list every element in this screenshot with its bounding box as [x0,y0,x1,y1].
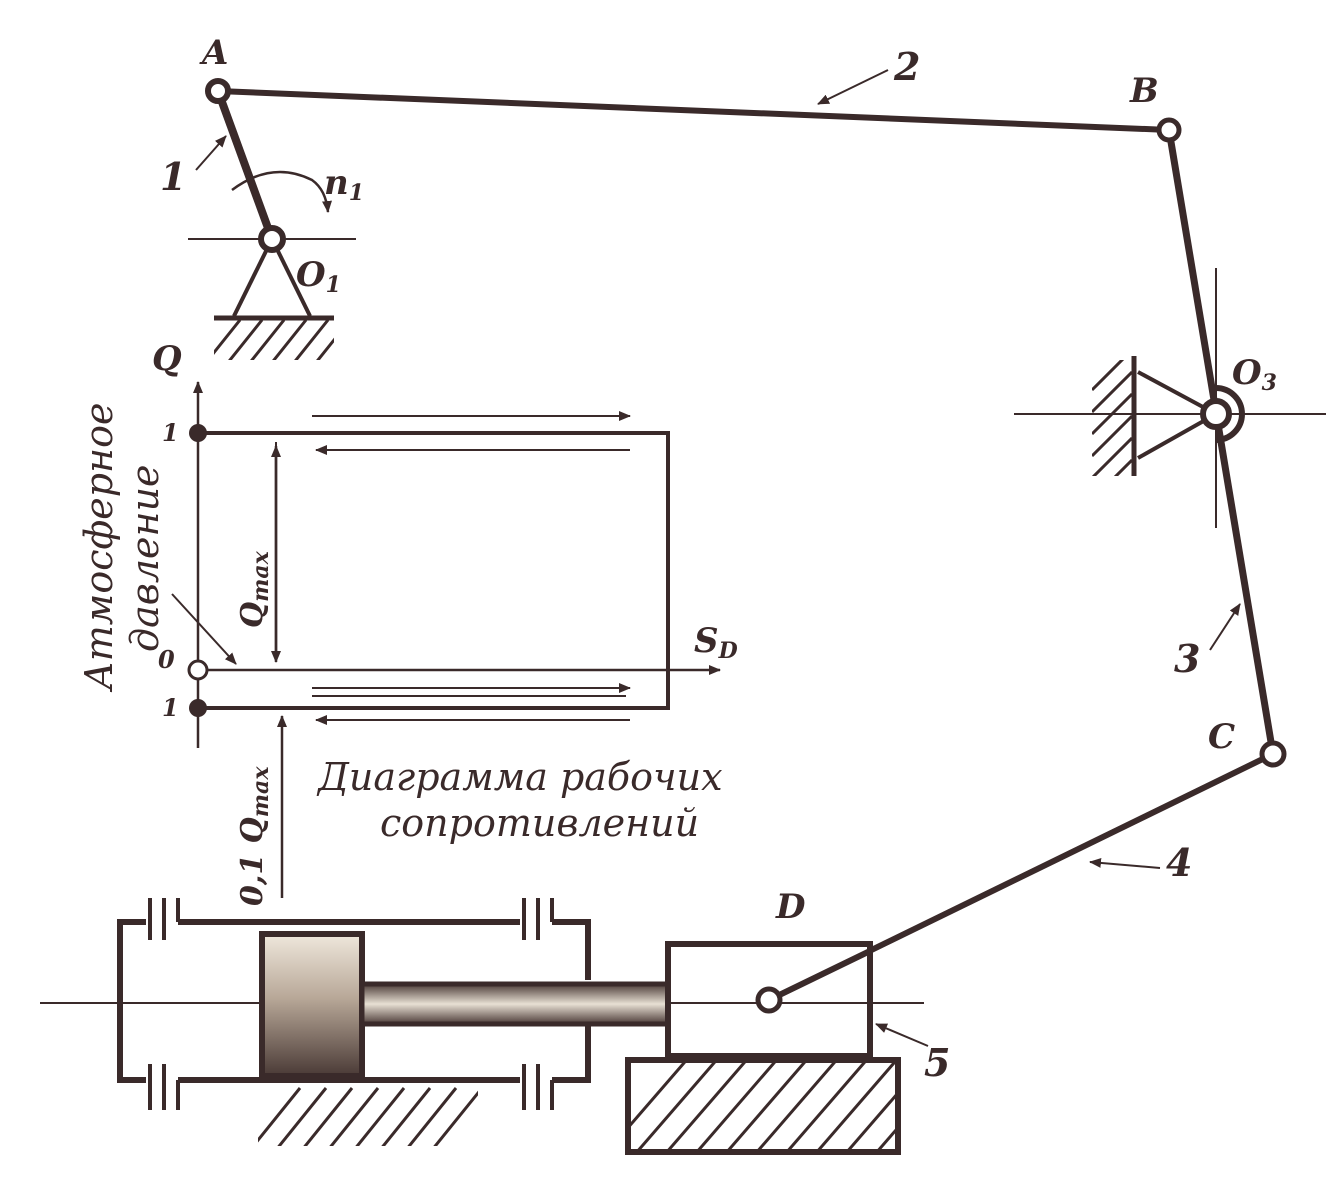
label-link-3: 3 [1174,636,1200,681]
tick-top: 1 [162,418,179,447]
axis-s-label: SD [694,621,738,664]
piston [259,931,365,1079]
label-atmospheric-2: давление [123,464,167,652]
label-a: A [199,33,228,73]
label-b: B [1129,71,1159,111]
link-1-crank [214,89,276,241]
joint-b [1156,117,1182,143]
label-link-1: 1 [160,154,186,199]
label-qmax: Qmax [235,550,274,628]
label-atmospheric-1: Атмосферное [77,403,121,693]
joint-c [1259,740,1287,768]
joint-a [205,78,231,104]
joint-d [755,986,783,1014]
caption-line-2: сопротивлений [380,801,699,845]
tick-zero: 0 [158,645,175,674]
caption-line-1: Диаграмма рабочих [316,755,723,799]
label-rotation: n1 [324,163,364,206]
axis-q-label: Q [152,339,182,379]
link-2-coupler [217,88,1170,133]
tick-bottom: 1 [162,693,179,722]
joint-o1 [258,225,286,253]
joint-o3 [1200,398,1232,430]
graph-point-zero [187,659,209,681]
label-link-2: 2 [893,44,920,89]
label-c: C [1208,717,1235,757]
rocker-support-o3 [1014,268,1326,528]
crank-support-o1 [188,238,356,360]
piston-rod [359,981,673,1027]
graph-point-bottom [189,699,207,717]
label-o1: O1 [296,255,341,298]
resistance-diagram [171,381,721,898]
label-qmin: 0,1 Qmax [235,766,274,906]
label-d: D [775,887,806,927]
slider-base [625,1057,901,1155]
graph-point-top [189,424,207,442]
label-o3: O3 [1232,353,1277,396]
label-link-4: 4 [1166,840,1192,885]
label-link-5: 5 [924,1040,950,1085]
